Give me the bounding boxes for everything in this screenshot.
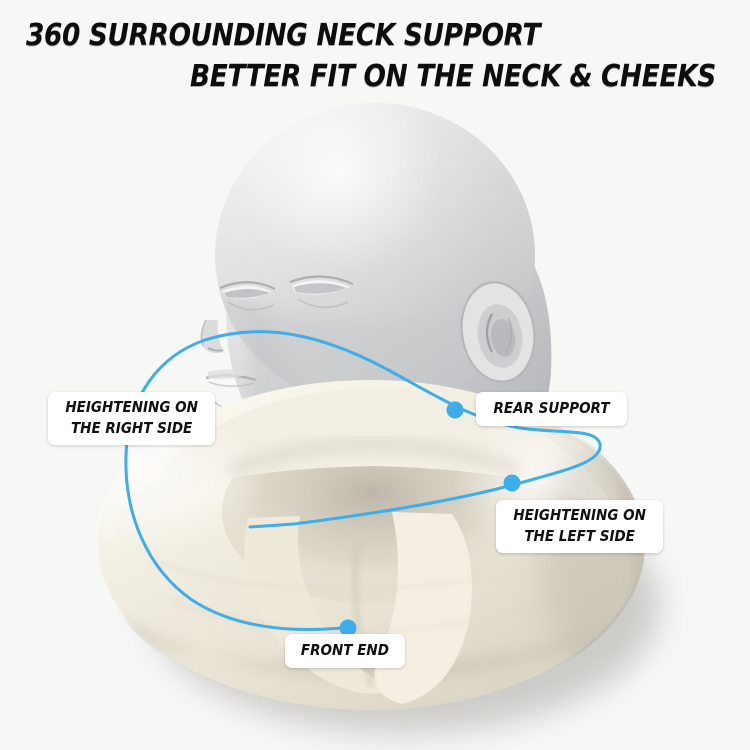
callout-rear-support: REAR SUPPORT (476, 392, 628, 426)
callout-heightening-left-line2: THE LEFT SIDE (524, 527, 635, 545)
callout-heightening-left: HEIGHTENING ON THE LEFT SIDE (496, 500, 664, 553)
callout-heightening-right-line2: THE RIGHT SIDE (70, 419, 193, 437)
callout-rear-support-line1: REAR SUPPORT (493, 399, 610, 417)
callout-heightening-right-line1: HEIGHTENING ON (65, 398, 198, 416)
callout-heightening-left-line1: HEIGHTENING ON (513, 506, 646, 524)
callout-front-end: FRONT END (285, 634, 405, 668)
callout-heightening-right: HEIGHTENING ON THE RIGHT SIDE (48, 392, 216, 445)
callout-front-end-line1: FRONT END (300, 641, 389, 659)
